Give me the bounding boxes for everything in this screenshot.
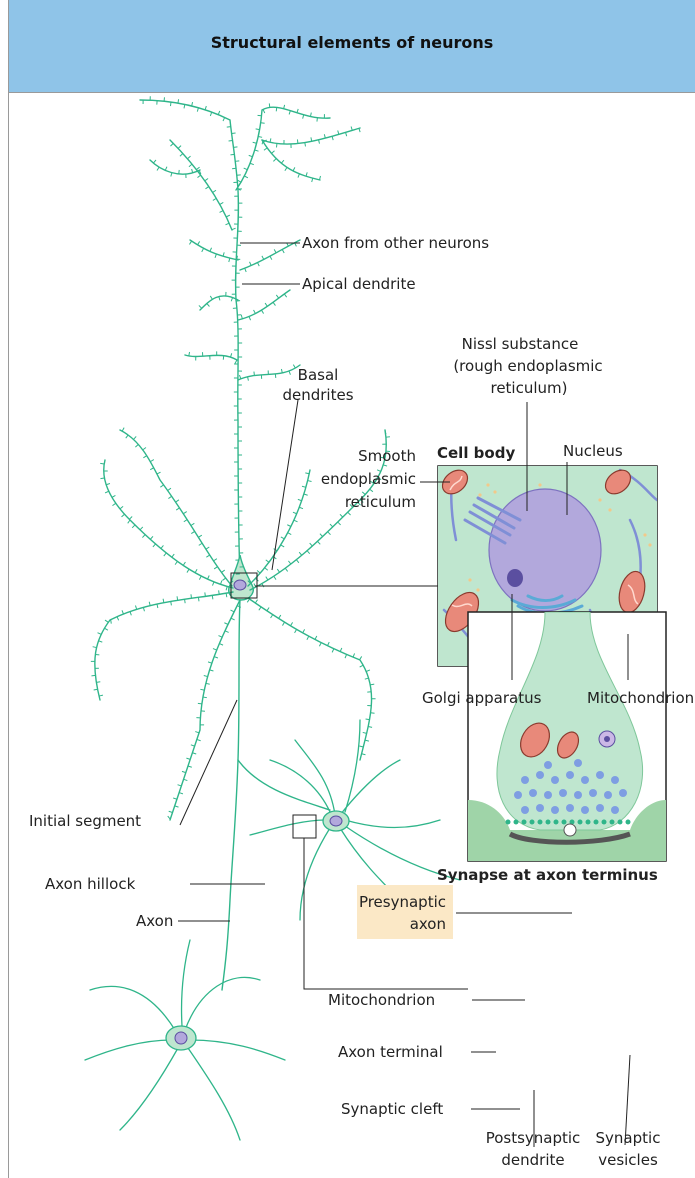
label-golgi-apparatus: Golgi apparatus — [422, 689, 542, 707]
label-axon-from-other-neurons: Axon from other neurons — [302, 234, 489, 252]
label-axon: Axon — [136, 912, 173, 930]
nucleolus-shape — [507, 569, 523, 587]
stellate-nucleus-middle — [330, 816, 342, 826]
label-nucleus: Nucleus — [563, 442, 623, 460]
label-postsynaptic-1: Postsynaptic — [486, 1129, 581, 1147]
synapse-zoom-marker — [293, 815, 316, 838]
dendritic-spines — [91, 96, 390, 819]
label-smooth-er-2: endoplasmic — [321, 470, 416, 488]
main-axon — [222, 600, 240, 990]
label-axon-hillock: Axon hillock — [45, 875, 136, 893]
label-basal-dendrites-2: dendrites — [282, 386, 353, 404]
basal-dendrites — [95, 430, 386, 820]
label-postsynaptic-2: dendrite — [501, 1151, 564, 1169]
label-apical-dendrite: Apical dendrite — [302, 275, 416, 293]
label-presynaptic-2: axon — [410, 915, 446, 933]
nucleus-shape — [489, 489, 601, 611]
label-initial-segment: Initial segment — [29, 812, 141, 830]
label-smooth-er-1: Smooth — [358, 447, 416, 465]
label-cell-body: Cell body — [437, 444, 515, 462]
label-mitochondrion: Mitochondrion — [587, 689, 694, 707]
label-basal-dendrites-1: Basal — [298, 366, 339, 384]
label-nissl-1: Nissl substance — [462, 335, 579, 353]
pyramidal-soma — [229, 555, 254, 600]
label-smooth-er-3: reticulum — [345, 493, 416, 511]
apical-dendrite — [140, 100, 360, 580]
label-synapse-title: Synapse at axon terminus — [437, 866, 658, 884]
label-vesicles-2: vesicles — [598, 1151, 658, 1169]
synapse-inset — [468, 612, 666, 861]
pyramidal-nucleus — [234, 580, 246, 590]
stellate-neuron-bottom — [85, 940, 285, 1140]
label-axon-terminal: Axon terminal — [338, 1043, 443, 1061]
apical-branches — [150, 140, 320, 380]
stellate-nucleus-bottom — [175, 1032, 187, 1044]
label-presynaptic-1: Presynaptic — [359, 893, 446, 911]
label-synaptic-cleft: Synaptic cleft — [341, 1100, 443, 1118]
label-nissl-3: reticulum) — [490, 379, 567, 397]
label-vesicles-1: Synaptic — [596, 1129, 661, 1147]
label-nissl-2: (rough endoplasmic — [453, 357, 602, 375]
label-syn-mitochondrion: Mitochondrion — [328, 991, 435, 1009]
